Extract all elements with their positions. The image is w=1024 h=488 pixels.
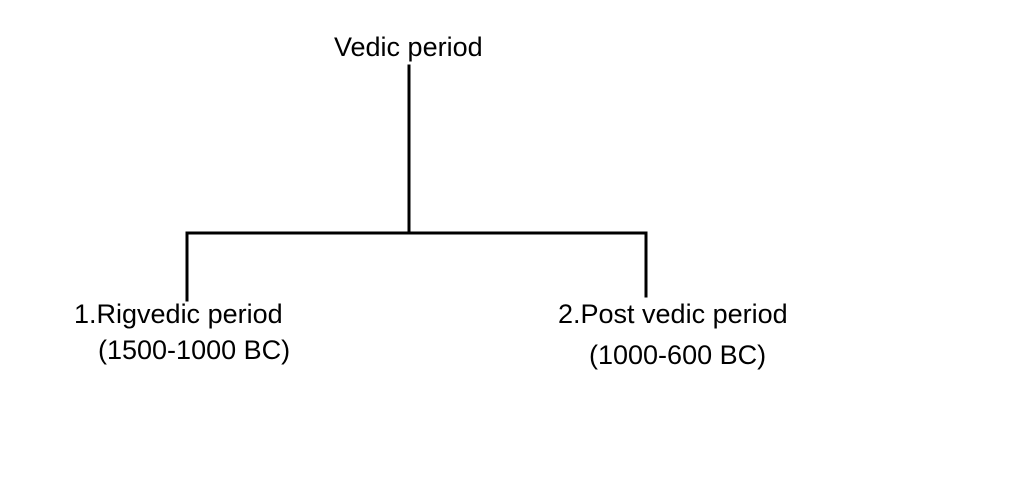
child-node-rigvedic-range: (1500-1000 BC) (98, 335, 291, 365)
child-node-rigvedic-title: 1.Rigvedic period (74, 299, 283, 329)
root-node-label: Vedic period (334, 32, 483, 62)
child-node-post-vedic-title: 2.Post vedic period (558, 299, 788, 329)
child-node-post-vedic-range: (1000-600 BC) (589, 340, 767, 370)
